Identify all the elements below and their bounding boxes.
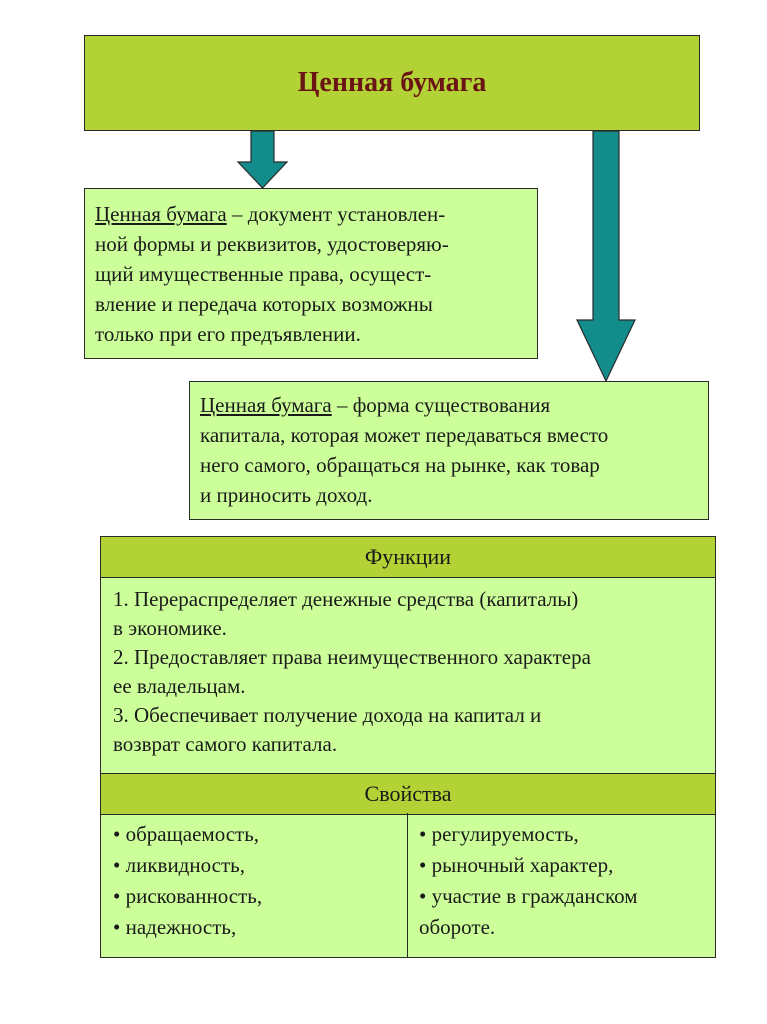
property-item: • участие в гражданском: [419, 884, 638, 908]
definition-1-line-3: щий имущественные права, осущест-: [95, 262, 432, 286]
property-item: обороте.: [419, 915, 496, 939]
definition-box-1: Ценная бумага – документ установлен- ной…: [84, 188, 538, 359]
definition-2-line-3: него самого, обращаться на рынке, как то…: [200, 453, 600, 477]
property-item: • рискованность,: [113, 884, 263, 908]
functions-header: Функции: [101, 537, 715, 578]
property-item: • рыночный характер,: [419, 853, 614, 877]
definition-2-line-2: капитала, которая может передаваться вме…: [200, 423, 609, 447]
arrow-down-right: [576, 130, 636, 383]
title-box: Ценная бумага: [84, 35, 700, 131]
functions-properties-panel: Функции 1. Перераспределяет денежные сре…: [100, 536, 716, 958]
definition-1-term: Ценная бумага: [95, 202, 227, 226]
definition-1-line-2: ной формы и реквизитов, удостоверяю-: [95, 232, 449, 256]
function-line-3: 2. Предоставляет права неимущественного …: [113, 645, 591, 669]
definition-box-2: Ценная бумага – форма существования капи…: [189, 381, 709, 520]
functions-list: 1. Перераспределяет денежные средства (к…: [113, 585, 707, 759]
arrow-down-left: [236, 130, 289, 189]
function-line-6: возврат самого капитала.: [113, 732, 338, 756]
function-line-4: ее владельцам.: [113, 674, 246, 698]
page-title: Ценная бумага: [297, 67, 487, 98]
property-item: • регулируемость,: [419, 822, 579, 846]
properties-left-list: • обращаемость, • ликвидность, • рискова…: [113, 819, 403, 943]
properties-divider: [407, 813, 408, 957]
function-line-2: в экономике.: [113, 616, 227, 640]
property-item: • ликвидность,: [113, 853, 245, 877]
property-item: • надежность,: [113, 915, 237, 939]
property-item: • обращаемость,: [113, 822, 260, 846]
function-line-5: 3. Обеспечивает получение дохода на капи…: [113, 703, 542, 727]
definition-1-line-5: только при его предъявлении.: [95, 322, 361, 346]
properties-right-list: • регулируемость, • рыночный характер, •…: [419, 819, 709, 943]
properties-header: Свойства: [101, 773, 715, 815]
function-line-1: 1. Перераспределяет денежные средства (к…: [113, 587, 579, 611]
definition-1-line-1: Ценная бумага – документ установлен-: [95, 202, 446, 226]
definition-2-term: Ценная бумага: [200, 393, 332, 417]
definition-2-line-1: Ценная бумага – форма существования: [200, 393, 551, 417]
definition-1-line-4: вление и передача которых возможны: [95, 292, 433, 316]
definition-2-line-4: и приносить доход.: [200, 483, 373, 507]
